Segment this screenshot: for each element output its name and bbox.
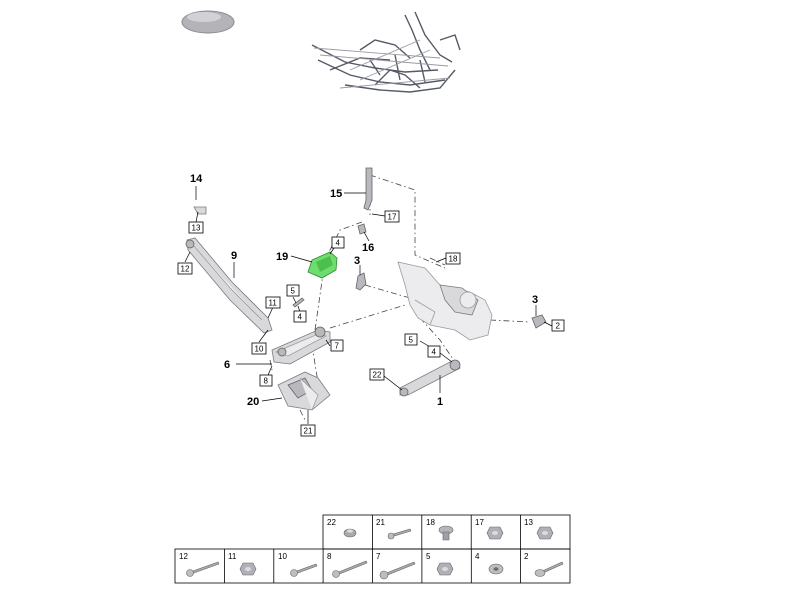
hw-cell-17[interactable]: 17 <box>475 518 484 527</box>
hw-cell-2[interactable]: 2 <box>524 552 529 561</box>
callout-2[interactable]: 2 <box>556 322 561 331</box>
bolt-icon <box>387 528 412 540</box>
callout-15[interactable]: 15 <box>330 188 342 200</box>
callout-11[interactable]: 11 <box>269 299 278 308</box>
hw-cell-22[interactable]: 22 <box>327 518 336 527</box>
mount-20 <box>277 371 331 411</box>
hw-cell-8[interactable]: 8 <box>327 552 332 561</box>
chassis-overview-icon <box>311 11 461 93</box>
nut-icon <box>239 562 257 576</box>
hw-cell-18[interactable]: 18 <box>426 518 435 527</box>
callout-4-right[interactable]: 4 <box>432 348 437 357</box>
hw-cell-21[interactable]: 21 <box>376 518 385 527</box>
subframe-carrier-6 <box>271 326 331 365</box>
long-bolt-icon <box>332 560 368 578</box>
nut-icon <box>343 528 357 538</box>
hw-cell-7[interactable]: 7 <box>376 552 381 561</box>
callout-20[interactable]: 20 <box>247 396 259 408</box>
hw-cell-4[interactable]: 4 <box>475 552 480 561</box>
long-bolt-icon <box>186 561 220 577</box>
bracket-14 <box>193 206 207 215</box>
callout-labels: 14 13 12 9 19 4 5 4 11 10 6 7 8 20 <box>177 173 565 437</box>
callout-9[interactable]: 9 <box>231 250 237 262</box>
link-16 <box>357 223 367 235</box>
trailing-arm-9 <box>185 237 273 334</box>
bolt-icon <box>290 563 318 577</box>
callout-1[interactable]: 1 <box>437 396 443 408</box>
hw-cell-10[interactable]: 10 <box>278 552 287 561</box>
overview-thumbnail <box>181 10 461 93</box>
callout-3-right[interactable]: 3 <box>532 294 538 306</box>
washer-icon <box>488 563 504 575</box>
callout-13[interactable]: 13 <box>192 224 201 233</box>
hw-cell-12[interactable]: 12 <box>179 552 188 561</box>
callout-10[interactable]: 10 <box>255 345 264 354</box>
lower-link-1 <box>399 359 461 397</box>
bracket-3-middle <box>355 272 367 291</box>
callout-16[interactable]: 16 <box>362 242 374 254</box>
hardware-table: 22 21 18 17 13 12 11 10 8 7 5 4 2 <box>174 514 571 584</box>
long-bolt-icon <box>379 561 416 580</box>
flange-bolt-icon <box>438 525 454 541</box>
hw-cell-5[interactable]: 5 <box>426 552 431 561</box>
nut-icon <box>536 526 554 540</box>
rod-15 <box>363 167 373 211</box>
callout-18[interactable]: 18 <box>449 255 458 264</box>
hw-cell-13[interactable]: 13 <box>524 518 533 527</box>
callout-4-upper[interactable]: 4 <box>336 239 341 248</box>
bracket-3-right <box>531 314 547 329</box>
callout-4-left[interactable]: 4 <box>298 313 303 322</box>
callout-5-left[interactable]: 5 <box>291 287 296 296</box>
callout-8[interactable]: 8 <box>264 377 269 386</box>
callout-7[interactable]: 7 <box>335 342 340 351</box>
callout-5-right[interactable]: 5 <box>409 336 414 345</box>
bolt-5-upper <box>292 297 305 308</box>
nut-icon <box>486 526 504 540</box>
callout-22[interactable]: 22 <box>373 371 382 380</box>
hw-cell-11[interactable]: 11 <box>228 552 237 561</box>
callout-3-middle[interactable]: 3 <box>354 255 360 267</box>
callout-19[interactable]: 19 <box>276 251 288 263</box>
wheel-carrier <box>397 261 493 341</box>
callout-17[interactable]: 17 <box>388 213 397 222</box>
nut-icon <box>436 562 454 576</box>
callout-21[interactable]: 21 <box>304 427 313 436</box>
flange-bolt-icon <box>534 561 564 577</box>
callout-14[interactable]: 14 <box>190 173 203 185</box>
callout-12[interactable]: 12 <box>181 265 190 274</box>
callout-6[interactable]: 6 <box>224 359 230 371</box>
